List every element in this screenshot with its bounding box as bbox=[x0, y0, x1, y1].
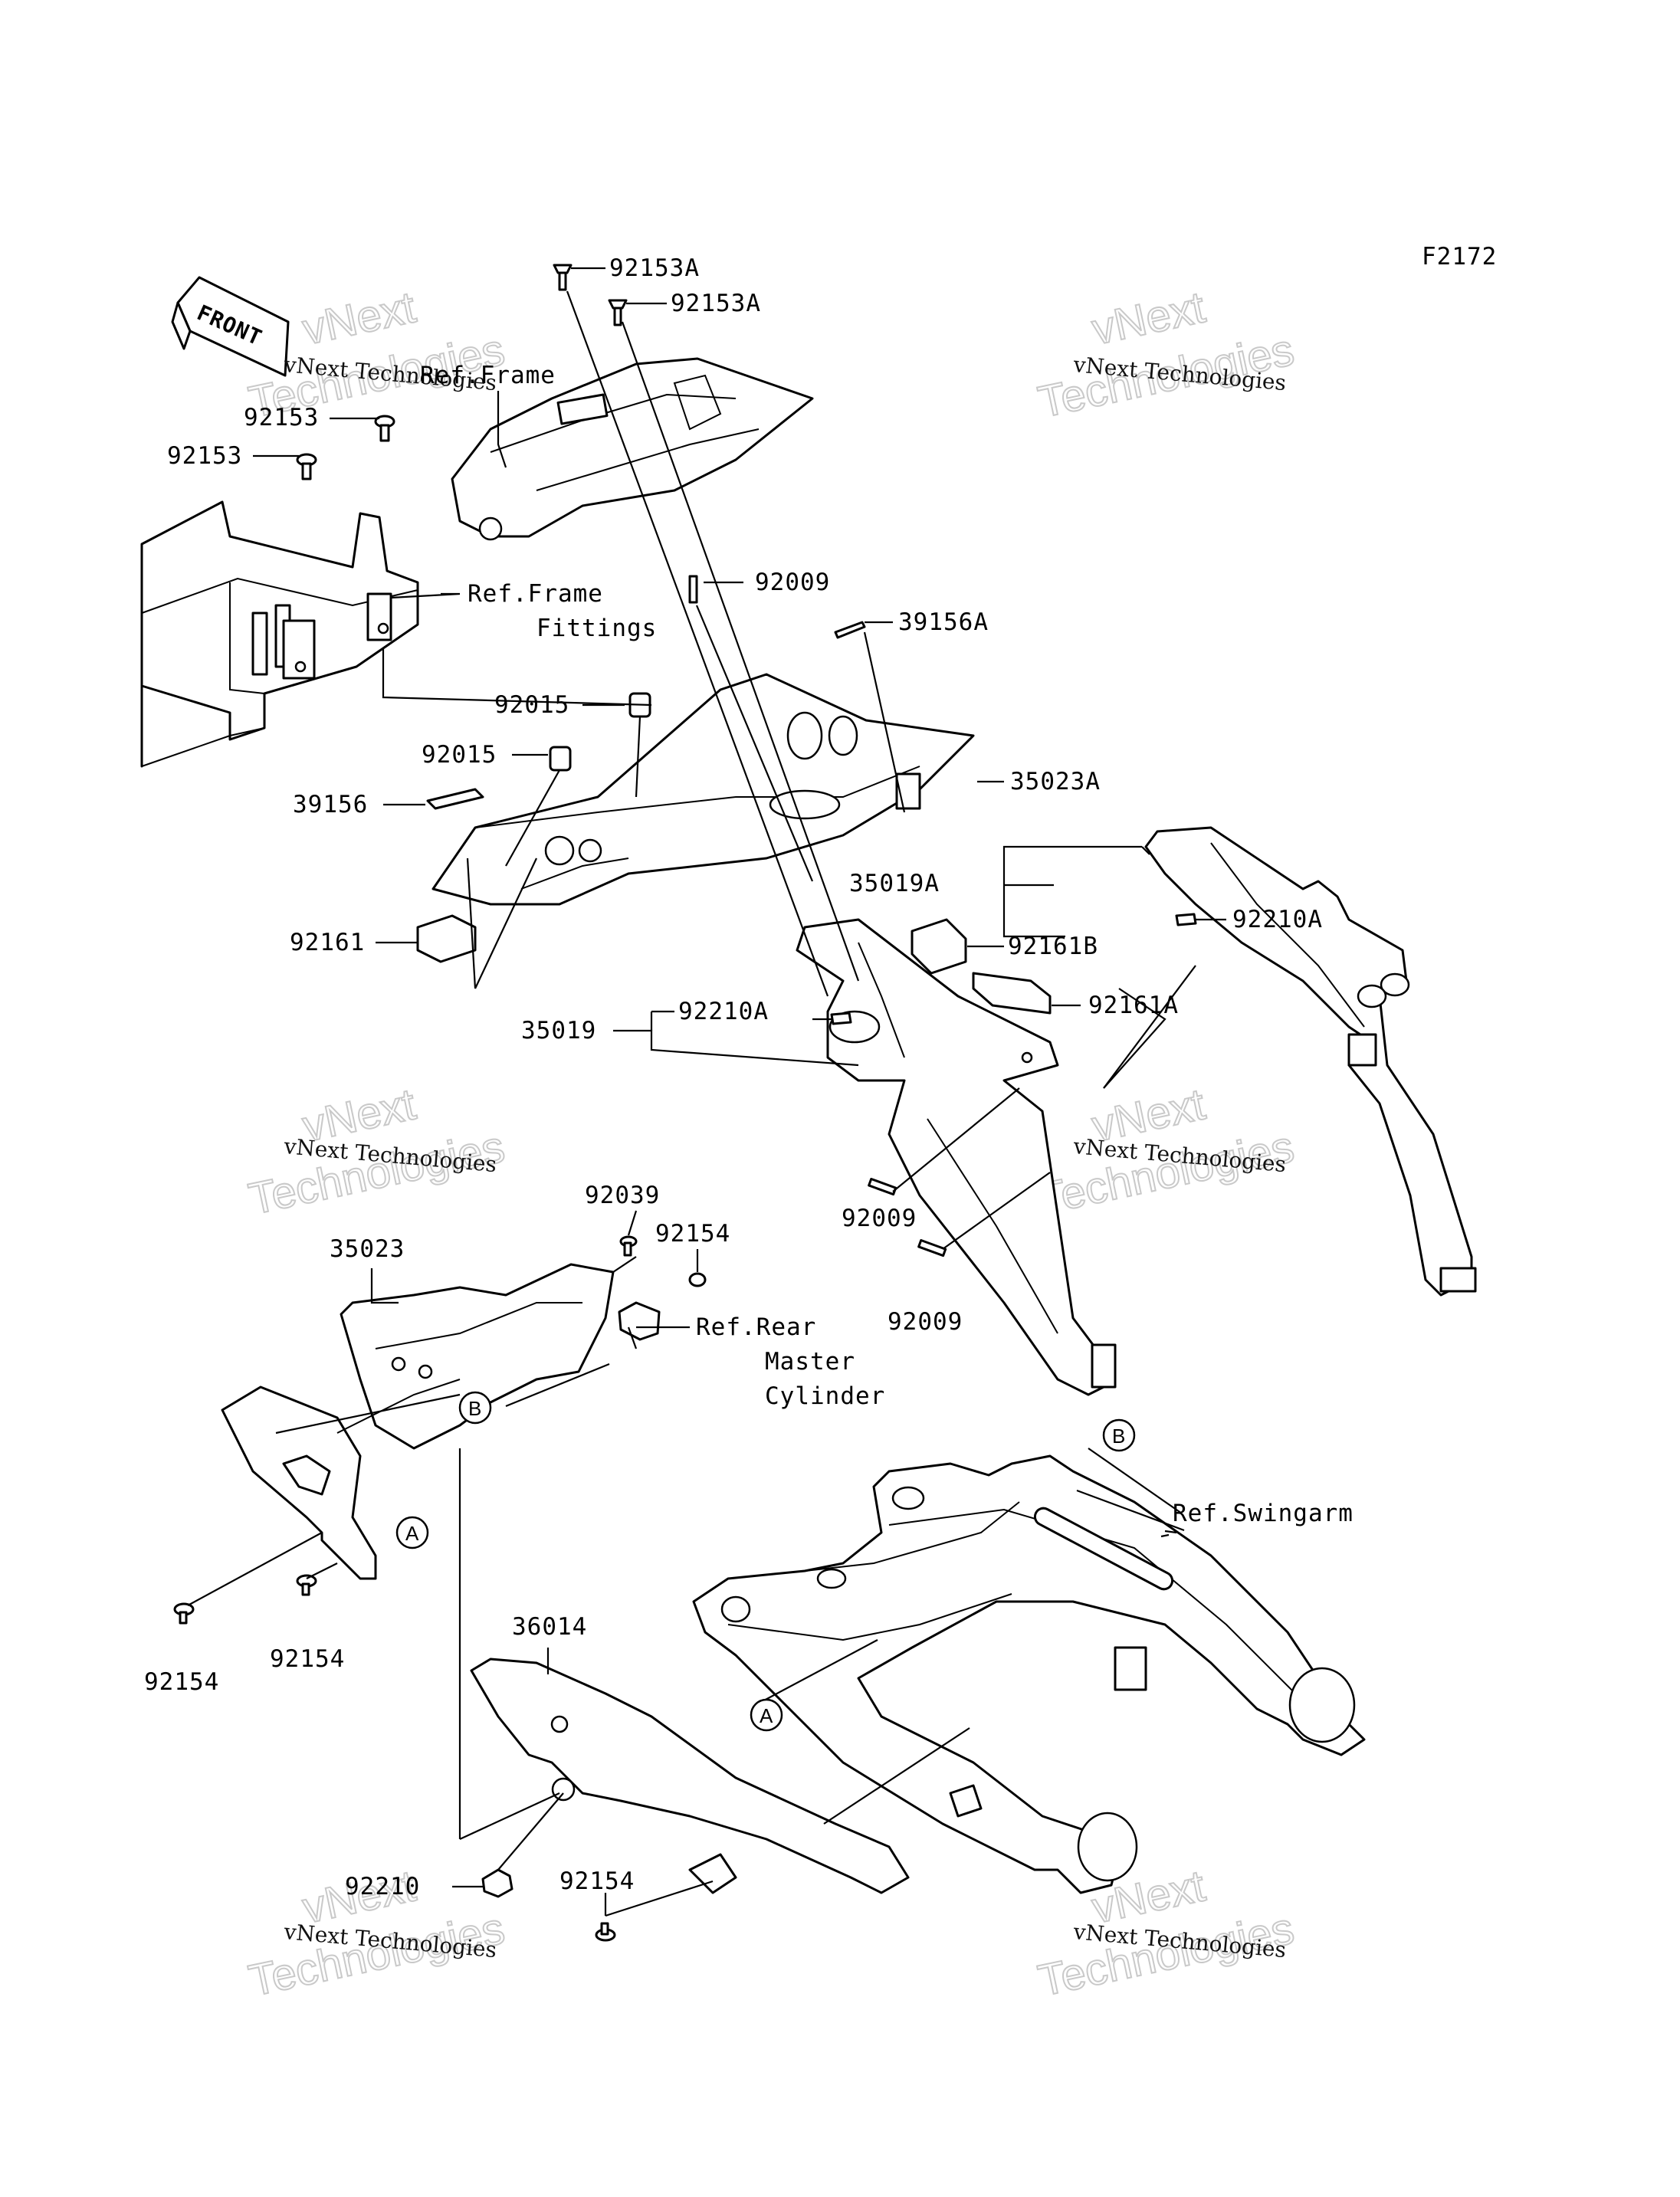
label-39156: 39156 bbox=[293, 791, 368, 818]
label-92009-middle: 92009 bbox=[842, 1205, 917, 1232]
swingarm-reference-part bbox=[692, 1454, 1366, 1894]
label-92153-lower: 92153 bbox=[167, 442, 242, 470]
svg-text:A: A bbox=[405, 1522, 419, 1545]
label-39156A: 39156A bbox=[898, 608, 989, 636]
label-92009-top: 92009 bbox=[755, 569, 830, 596]
svg-text:A: A bbox=[760, 1704, 773, 1727]
ref-swingarm-label: Ref.Swingarm bbox=[1173, 1500, 1354, 1527]
watermark-top-right: vNext Technologies vNext Technologies bbox=[1033, 281, 1299, 428]
ref-rear-master-label-2: Master bbox=[765, 1348, 855, 1376]
label-35019: 35019 bbox=[521, 1017, 596, 1044]
ref-rear-master-label-1: Ref.Rear bbox=[696, 1313, 816, 1341]
callout-b-lower: B bbox=[1102, 1418, 1136, 1452]
svg-text:vNext: vNext bbox=[1088, 282, 1209, 354]
label-92015-lower: 92015 bbox=[422, 741, 497, 769]
callout-a-lower: A bbox=[750, 1698, 783, 1732]
label-92210A-left: 92210A bbox=[678, 998, 769, 1025]
label-92154-bottom: 92154 bbox=[559, 1867, 635, 1895]
label-92161A: 92161A bbox=[1088, 992, 1179, 1019]
label-92161: 92161 bbox=[290, 929, 365, 956]
label-36014: 36014 bbox=[512, 1613, 587, 1641]
hardware-parts bbox=[173, 264, 1197, 1942]
ref-frame-fittings-label-2: Fittings bbox=[536, 615, 657, 642]
label-92154-left: 92154 bbox=[144, 1668, 219, 1696]
callout-b-upper: B bbox=[458, 1391, 492, 1425]
label-92009-lower: 92009 bbox=[888, 1308, 963, 1336]
label-35019A: 35019A bbox=[849, 870, 940, 897]
label-92153-upper: 92153 bbox=[244, 404, 319, 431]
label-92154-middle: 92154 bbox=[270, 1645, 345, 1673]
svg-text:B: B bbox=[1112, 1425, 1125, 1448]
rear-fender-35019A bbox=[1144, 826, 1477, 1297]
figure-code: F2172 bbox=[1422, 243, 1497, 271]
chain-guard-36014 bbox=[470, 1658, 910, 1894]
ref-frame-label: Ref.Frame bbox=[420, 362, 556, 389]
label-92154-upper: 92154 bbox=[655, 1220, 730, 1248]
label-92153A-top: 92153A bbox=[609, 254, 700, 282]
label-92210: 92210 bbox=[345, 1873, 420, 1900]
front-direction-arrow: FRONT bbox=[171, 276, 290, 377]
svg-text:vNext: vNext bbox=[298, 282, 420, 354]
label-92039: 92039 bbox=[585, 1182, 660, 1209]
reference-labels: Ref.Frame Ref.Frame Fittings Ref.Rear Ma… bbox=[420, 362, 1354, 1527]
leader-lines bbox=[187, 267, 1226, 1917]
label-35023A: 35023A bbox=[1010, 768, 1101, 795]
part-number-labels: 92153A 92153A 92153 92153 92009 39156A 9… bbox=[144, 254, 1323, 1900]
chain-guard-cover-35023 bbox=[340, 1263, 615, 1450]
ref-rear-master-label-3: Cylinder bbox=[765, 1382, 885, 1410]
watermark-middle-right: vNext Technologies vNext Technologies bbox=[1033, 1078, 1299, 1225]
chain-guard-part bbox=[221, 1379, 461, 1580]
seat-cowl-35023A bbox=[431, 673, 975, 906]
label-92153A-second: 92153A bbox=[671, 290, 761, 317]
frame-reference-part bbox=[451, 357, 814, 541]
svg-text:B: B bbox=[468, 1397, 481, 1420]
callout-a-upper: A bbox=[395, 1516, 429, 1549]
ref-frame-fittings-label-1: Ref.Frame bbox=[468, 580, 603, 608]
label-92015-upper: 92015 bbox=[494, 691, 569, 719]
label-92161B: 92161B bbox=[1008, 933, 1098, 960]
label-35023: 35023 bbox=[330, 1235, 405, 1263]
frame-fittings-reference-part bbox=[140, 500, 419, 768]
watermark-middle-left: vNext Technologies vNext Technologies bbox=[244, 1078, 510, 1225]
label-92210A-right: 92210A bbox=[1232, 906, 1323, 933]
